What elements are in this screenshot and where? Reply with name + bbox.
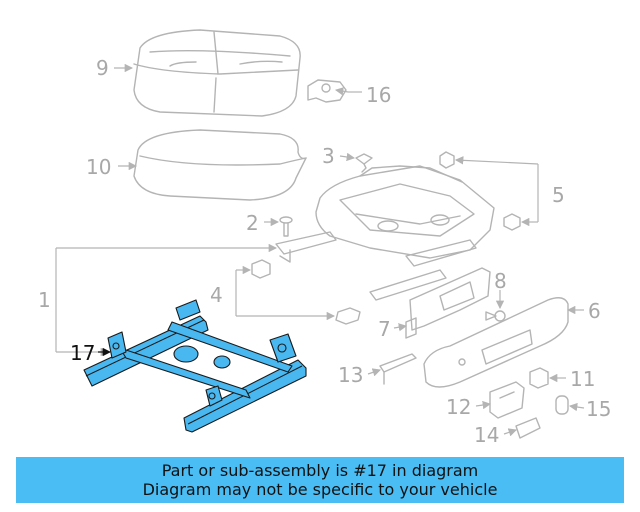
callout-9: 9 bbox=[96, 56, 109, 80]
callout-14: 14 bbox=[474, 423, 499, 447]
part-10-cushion-cover bbox=[133, 129, 307, 201]
callout-8: 8 bbox=[494, 269, 507, 293]
part-3-screw bbox=[355, 153, 373, 173]
part-8-screw bbox=[485, 310, 506, 322]
part-14-trim bbox=[515, 417, 541, 439]
info-banner: Part or sub-assembly is #17 in diagram D… bbox=[16, 457, 624, 503]
seat-frame-assembly bbox=[275, 165, 495, 301]
part-4-clips bbox=[251, 259, 361, 325]
callout-5: 5 bbox=[552, 183, 565, 207]
part-2-bolt bbox=[279, 216, 293, 237]
callout-15: 15 bbox=[586, 397, 611, 421]
callout-17: 17 bbox=[70, 341, 95, 365]
callout-16: 16 bbox=[366, 83, 391, 107]
part-11-cover bbox=[529, 367, 549, 389]
callout-11: 11 bbox=[570, 367, 595, 391]
callout-1: 1 bbox=[38, 288, 51, 312]
part-13-strip bbox=[379, 353, 417, 385]
leader-lines bbox=[55, 63, 585, 437]
part-17-seat-track bbox=[83, 299, 307, 433]
callout-4: 4 bbox=[210, 283, 223, 307]
callout-3: 3 bbox=[322, 144, 335, 168]
part-6-outer-shield bbox=[423, 297, 569, 388]
part-5-clips bbox=[439, 151, 521, 231]
callout-10: 10 bbox=[86, 155, 111, 179]
part-12-switch bbox=[489, 381, 525, 419]
part-7-side-shield bbox=[405, 267, 491, 339]
part-9-seat-cushion-pad bbox=[133, 29, 301, 117]
part-16-bracket bbox=[307, 79, 347, 103]
callout-12: 12 bbox=[446, 395, 471, 419]
callout-6: 6 bbox=[588, 299, 601, 323]
part-15-knob bbox=[555, 395, 569, 415]
callout-7: 7 bbox=[378, 317, 391, 341]
banner-line-disclaimer: Diagram may not be specific to your vehi… bbox=[142, 480, 498, 499]
callout-2: 2 bbox=[246, 211, 259, 235]
banner-line-part: Part or sub-assembly is #17 in diagram bbox=[161, 461, 479, 480]
callout-13: 13 bbox=[338, 363, 363, 387]
